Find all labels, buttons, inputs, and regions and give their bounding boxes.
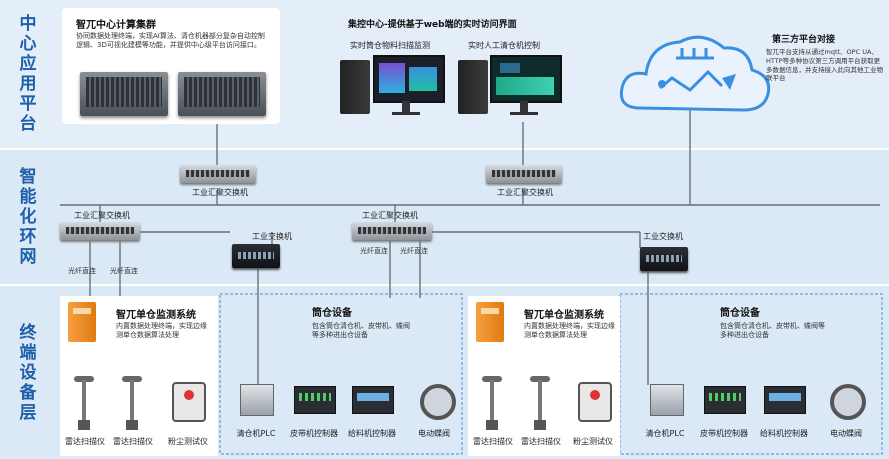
device-label: 雷达扫描仪 <box>521 437 561 446</box>
unit-title: 智兀单仓监测系统 <box>116 310 196 321</box>
terminal-layer-label: 终端设备层 <box>15 322 36 423</box>
device-label: 清仓机PLC <box>645 429 685 438</box>
device-label: 粉尘测试仪 <box>573 437 613 446</box>
feeder-controller-icon <box>352 386 394 414</box>
aggregation-switch-icon <box>180 165 256 183</box>
radar-scanner-icon <box>482 376 502 382</box>
fiber-label: 光纤直连 <box>360 247 388 255</box>
unit-desc: 内置数据处理终端，实现边缘测单仓数据算法处理 <box>524 322 615 340</box>
agg-switch-label: 工业汇聚交换机 <box>192 188 248 197</box>
butterfly-valve-icon <box>420 384 456 420</box>
device-label: 雷达扫描仪 <box>473 437 513 446</box>
radar-scanner-icon <box>74 376 94 382</box>
device-label: 雷达扫描仪 <box>65 437 105 446</box>
silo-title: 筒仓设备 <box>720 308 760 319</box>
fiber-label: 光纤直连 <box>110 267 138 275</box>
agg-switch-label: 工业汇聚交换机 <box>362 211 418 220</box>
third-party-desc: 智兀平台支持从通过mqtt、OPC UA、HTTP等多种协议第三方调用平台获取更… <box>766 48 883 83</box>
device-label: 粉尘测试仪 <box>168 437 208 446</box>
industrial-switch-label: 工业交换机 <box>252 232 292 241</box>
device-label: 皮带机控制器 <box>290 429 338 438</box>
third-party-title: 第三方平台对接 <box>772 35 836 45</box>
radar-scanner-icon <box>530 376 550 382</box>
butterfly-valve-icon <box>830 384 866 420</box>
device-label: 电动蝶阀 <box>830 429 862 438</box>
compute-desc: 协同数据处理终端，实现AI算法、清仓机器部分复杂自动控制逻辑、3D可视化建模等功… <box>76 32 265 50</box>
monitoring-unit-card: 智兀单仓监测系统 内置数据处理终端，实现边缘测单仓数据算法处理 雷达扫描仪 雷达… <box>60 296 218 456</box>
monitor1-label: 实时筒仓物料扫描监测 <box>350 41 430 50</box>
industrial-switch-icon <box>640 247 688 271</box>
device-label: 皮带机控制器 <box>700 429 748 438</box>
industrial-switch-label: 工业交换机 <box>643 232 683 241</box>
aggregation-switch-icon <box>486 165 562 183</box>
control-cabinet-icon <box>476 302 504 342</box>
compute-cluster-card: 智兀中心计算集群 协同数据处理终端，实现AI算法、清仓机器部分复杂自动控制逻辑、… <box>62 8 280 124</box>
device-label: 电动蝶阀 <box>418 429 450 438</box>
unit-desc: 内置数据处理终端，实现边缘测单仓数据算法处理 <box>116 322 207 340</box>
device-label: 给料机控制器 <box>760 429 808 438</box>
web-title: 集控中心-提供基于web端的实时访问界面 <box>348 20 517 30</box>
unit-title: 智兀单仓监测系统 <box>524 310 604 321</box>
network-layer-label: 智能化环网 <box>15 167 36 267</box>
agg-switch-label: 工业汇聚交换机 <box>74 211 130 220</box>
monitor-icon <box>373 55 445 103</box>
plc-icon <box>650 384 684 416</box>
dust-tester-icon <box>578 382 612 422</box>
belt-controller-icon <box>704 386 746 414</box>
industrial-switch-icon <box>232 244 280 268</box>
fiber-label: 光纤直连 <box>68 267 96 275</box>
dust-tester-icon <box>172 382 206 422</box>
feeder-controller-icon <box>764 386 806 414</box>
radar-scanner-icon <box>122 376 142 382</box>
aggregation-switch-icon <box>352 222 432 240</box>
compute-title: 智兀中心计算集群 <box>76 20 156 31</box>
control-cabinet-icon <box>68 302 96 342</box>
server-icon <box>178 72 266 116</box>
device-label: 雷达扫描仪 <box>113 437 153 446</box>
monitoring-unit-card: 智兀单仓监测系统 内置数据处理终端，实现边缘测单仓数据算法处理 雷达扫描仪 雷达… <box>468 296 620 456</box>
application-layer-label: 中心应用平台 <box>15 14 36 134</box>
belt-controller-icon <box>294 386 336 414</box>
pc-tower-icon <box>458 60 488 114</box>
plc-icon <box>240 384 274 416</box>
server-icon <box>80 72 168 116</box>
fiber-label: 光纤直连 <box>400 247 428 255</box>
agg-switch-label: 工业汇聚交换机 <box>497 188 553 197</box>
silo-desc: 包含筒仓清仓机、皮带机、蝶阀等多种进出仓设备 <box>312 322 410 340</box>
device-label: 给料机控制器 <box>348 429 396 438</box>
network-layer: 智能化环网 <box>0 150 889 284</box>
aggregation-switch-icon <box>60 222 140 240</box>
monitor2-label: 实时人工清仓机控制 <box>468 41 540 50</box>
silo-title: 筒仓设备 <box>312 308 352 319</box>
silo-desc: 包含筒仓清仓机、皮带机、蝶阀等多种进出仓设备 <box>720 322 825 340</box>
device-label: 清仓机PLC <box>236 429 276 438</box>
pc-tower-icon <box>340 60 370 114</box>
